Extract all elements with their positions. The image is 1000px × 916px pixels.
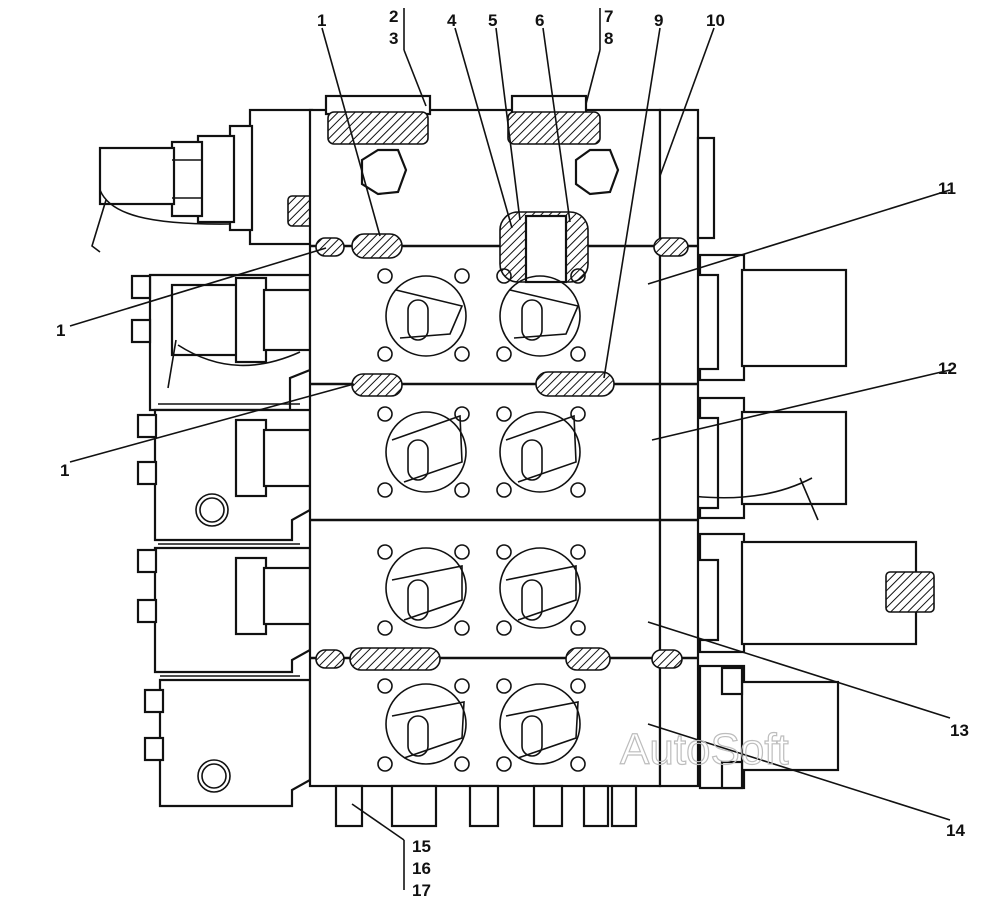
- watermark-text: AutoSoft: [620, 725, 789, 774]
- top-left-solenoid: [91, 108, 325, 253]
- label-4: 4: [447, 11, 457, 30]
- section-3: [377, 544, 586, 636]
- label-5: 5: [488, 11, 497, 30]
- label-8: 8: [604, 29, 613, 48]
- label-1-top: 1: [317, 11, 326, 30]
- section-4: [377, 678, 586, 772]
- label-6: 6: [535, 11, 544, 30]
- right-fittings: [660, 253, 935, 790]
- bottom-fittings: [334, 784, 638, 828]
- section-2: [377, 406, 586, 498]
- label-17: 17: [412, 881, 431, 900]
- leader-lines: [69, 8, 951, 890]
- label-16: 16: [412, 859, 431, 878]
- spool-sections: [377, 268, 586, 772]
- main-valve-block: [308, 94, 716, 788]
- left-fittings: [167, 276, 312, 636]
- label-10: 10: [706, 11, 725, 30]
- label-2: 2: [389, 7, 398, 26]
- label-1-left-lower: 1: [60, 461, 69, 480]
- label-3: 3: [389, 29, 398, 48]
- label-11: 11: [938, 179, 956, 198]
- label-9: 9: [654, 11, 663, 30]
- label-15: 15: [412, 837, 431, 856]
- label-1-left-upper: 1: [56, 321, 65, 340]
- label-12: 12: [938, 359, 957, 378]
- section-1: [377, 268, 586, 362]
- label-13: 13: [950, 721, 969, 740]
- label-7: 7: [604, 7, 613, 26]
- callout-labels: 1 2 3 4 5 6 7 8 9 10 11 12 13 14 1 1 15 …: [56, 7, 969, 900]
- label-14: 14: [946, 821, 965, 840]
